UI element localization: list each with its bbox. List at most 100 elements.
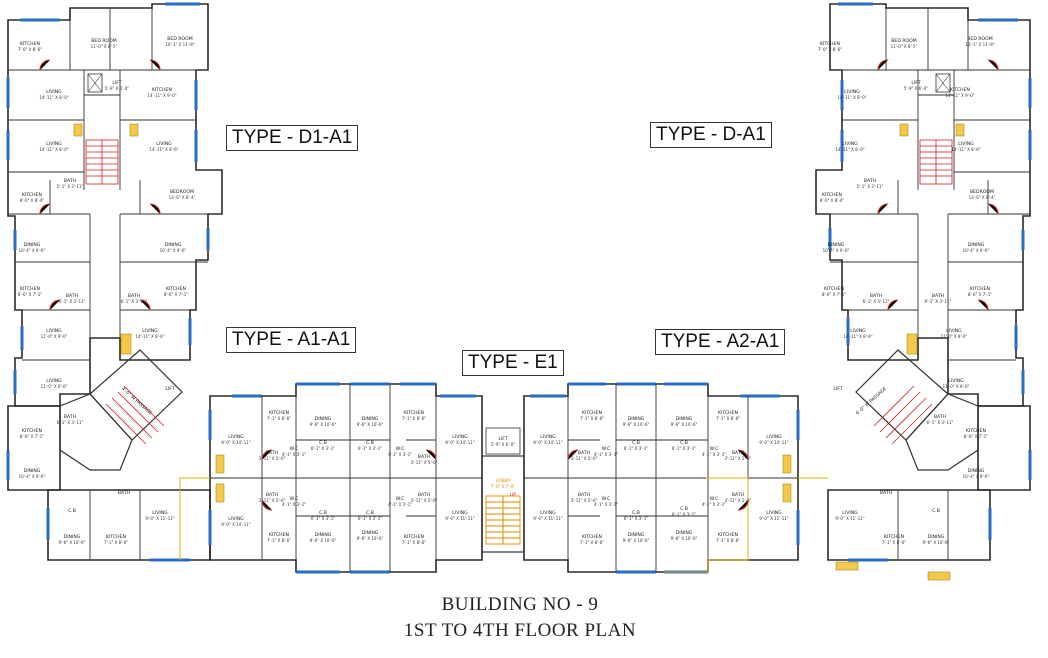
room-dim: 6'-1" X 3'-1": [358, 516, 382, 521]
room-dim: 9'-6" X 10'-6": [623, 538, 650, 543]
room-dim: 10'-4" X 9'-6": [823, 248, 850, 253]
room-label: W.C: [602, 446, 611, 452]
room-dim: 9'-6" X 10'-6": [59, 540, 86, 545]
room-label: BED ROOM: [167, 36, 192, 42]
room-dim: 8'-0" X 8'-4": [20, 198, 44, 203]
room-dim: 14'-11" X 8'-0": [39, 147, 68, 152]
room-label: DINING: [362, 416, 379, 422]
room-labels: KITCHEN 7'-0" X 8'-6" BED ROOM 11'-0" X …: [18, 36, 996, 545]
room-dim: 6'-1" X 3'-11": [863, 299, 890, 304]
room-label: DINING: [362, 530, 379, 536]
room-dim: 7'-1" X 8'-6": [267, 416, 291, 421]
room-label: KITCHEN: [824, 286, 844, 292]
room-label: BATH: [932, 293, 944, 299]
room-label: KITCHEN: [718, 532, 738, 538]
room-dim: 7'-0" X 8'-6": [18, 47, 42, 52]
room-label: LIVING: [766, 510, 782, 516]
room-label: BATH: [64, 414, 76, 420]
room-dim: 4'-1" X 3'-1": [702, 502, 726, 507]
room-dim: 4'-1" X 3'-1": [388, 502, 412, 507]
room-label: C.B: [366, 510, 374, 516]
room-label: BATH: [266, 450, 278, 456]
room-label: KITCHEN: [152, 87, 172, 93]
room-label: LIVING: [946, 328, 962, 334]
room-dim: 5'-9" X 6'-0": [105, 86, 129, 91]
room-dim: 14'-11" X 9'-0": [147, 93, 176, 98]
room-label: KITCHEN: [22, 428, 42, 434]
stair-up-label: UP: [510, 492, 516, 498]
room-label: KITCHEN: [582, 534, 602, 540]
room-label: C.B: [319, 510, 327, 516]
room-label: KITCHEN: [966, 428, 986, 434]
room-label: DINING: [165, 242, 182, 248]
room-dim: 9'-6" X 10'-6": [623, 422, 650, 427]
room-dim: 6'-1" X 3'-11": [121, 299, 148, 304]
room-dim: 10'-4" X 9'-6": [19, 248, 46, 253]
room-dim: 13'-6" X 8'-4": [969, 195, 996, 200]
room-dim: 7'-1" X 8'-6": [104, 540, 128, 545]
room-dim: 5'-9" X 6'-0": [904, 86, 928, 91]
room-dim: 14'-11" X 8'-6": [149, 147, 178, 152]
room-label: DINING: [928, 534, 945, 540]
central-block: [179, 382, 951, 581]
room-dim: 7'-1" X 8'-6": [716, 416, 740, 421]
room-label: LIVING: [540, 434, 556, 440]
room-label: LIVING: [228, 516, 244, 522]
room-label: KITCHEN: [718, 410, 738, 416]
room-dim: 8'-6" X 7'-1": [964, 434, 988, 439]
room-dim: 6'-1" X 3'-11": [927, 420, 954, 425]
room-dim: 5'-1" X 3'-11": [57, 184, 84, 189]
room-dim: 9'-0" X 14'-11": [221, 440, 250, 445]
room-dim: 4'-1" X 3'-1": [388, 452, 412, 457]
room-label: DINING: [828, 242, 845, 248]
room-dim: 8'-6" X 7'-1": [20, 434, 44, 439]
room-dim: 3'-11" X 5'-0": [725, 498, 752, 503]
room-dim: 9'-0" X 11'-11": [533, 516, 562, 521]
room-label: BEDROOM: [970, 189, 994, 195]
room-label: DINING: [968, 468, 985, 474]
room-dim: 11'-0" X 9'-0": [943, 384, 970, 389]
room-label: BED ROOM: [91, 38, 116, 44]
room-dim: 14'-11" X 8'-6": [135, 334, 164, 339]
room-dim: 7'-0" X 8'-6": [818, 47, 842, 52]
room-dim: 7'-1" X 8'-6": [882, 540, 906, 545]
room-label: KITCHEN: [404, 534, 424, 540]
room-dim: 3'-11" X 5'-0": [571, 498, 598, 503]
room-label: KITCHEN: [820, 41, 840, 47]
type-label-da1: TYPE - D-A1: [650, 122, 772, 148]
room-label: W.C: [710, 446, 719, 452]
room-dim: 4'-1" X 3'-1": [282, 502, 306, 507]
room-dim: 10'-1" X 11'-8": [965, 42, 994, 47]
room-label: BATH: [578, 492, 590, 498]
room-dim: 10'-4" X 9'-6": [963, 474, 990, 479]
room-dim: 3'-11" X 5'-0": [411, 460, 438, 465]
room-label: C.B: [366, 440, 374, 446]
room-label: LIFT: [165, 386, 174, 392]
room-label: W.C: [396, 446, 405, 452]
room-label: C.B: [680, 506, 688, 512]
room-label: BATH: [934, 414, 946, 420]
room-dim: 14'-11" X 8'-6": [951, 147, 980, 152]
room-dim: 8'-6" X 7'-1": [18, 292, 42, 297]
room-label: KITCHEN: [582, 410, 602, 416]
room-label: LIVING: [46, 89, 62, 95]
room-dim: 9'-0" X 11'-11": [835, 516, 864, 521]
room-label: KITCHEN: [20, 286, 40, 292]
room-label: LIVING: [842, 510, 858, 516]
type-label-a2a1: TYPE - A2-A1: [655, 329, 786, 355]
room-dim: 3'-11" X 5'-0": [411, 498, 438, 503]
room-label: KITCHEN: [950, 87, 970, 93]
room-label: LIVING: [46, 328, 62, 334]
room-label: LIVING: [842, 141, 858, 147]
room-label: BATH: [864, 178, 876, 184]
room-dim: 9'-6" X 10'-6": [671, 536, 698, 541]
room-label: W.C: [396, 496, 405, 502]
passage-label: 4'-0" W PASSAGE: [120, 386, 153, 417]
room-label: LIVING: [844, 89, 860, 95]
room-label: BATH: [128, 293, 140, 299]
room-dim: 11'-0" X 8'-5": [891, 44, 918, 49]
room-dim: 13'-6" X 8'-4": [169, 195, 196, 200]
room-dim: 6'-1" X 3'-1": [624, 516, 648, 521]
room-label: W.C: [710, 496, 719, 502]
room-label: W.C: [602, 496, 611, 502]
